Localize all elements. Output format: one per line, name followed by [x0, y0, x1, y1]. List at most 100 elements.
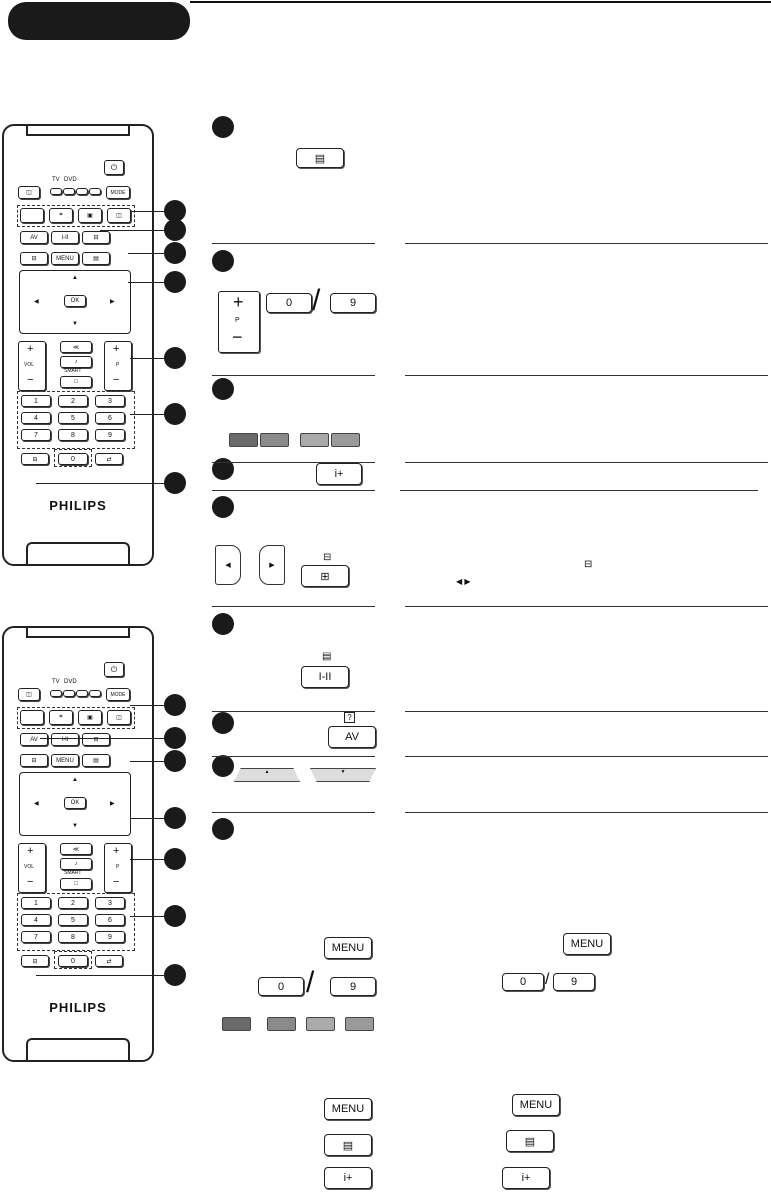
right-arrow-button[interactable]: ▶ — [110, 299, 115, 305]
smart-sound-button[interactable]: ♪ — [60, 356, 92, 368]
cc-button[interactable]: ⊟ — [21, 453, 49, 465]
prev-channel-button[interactable]: ⇄ — [95, 453, 123, 465]
digit-8-button[interactable]: 8 — [58, 931, 88, 943]
menu-button[interactable]: MENU — [51, 754, 79, 767]
down-arrow-button[interactable]: ▼ — [310, 768, 376, 782]
rewind-button[interactable] — [20, 208, 44, 223]
smart-picture-button[interactable]: □ — [60, 878, 92, 890]
mute-button[interactable]: ≪ — [60, 341, 92, 353]
source-button[interactable]: ◫ — [18, 186, 40, 199]
play-button[interactable]: ▣ — [78, 208, 102, 223]
digit-3-button[interactable]: 3 — [95, 395, 125, 407]
ok-button[interactable]: OK — [64, 295, 86, 307]
av-button[interactable]: AV — [328, 726, 376, 748]
forward-button[interactable]: ◫ — [107, 710, 131, 725]
digit-1-button[interactable]: 1 — [21, 897, 51, 909]
smart-picture-button[interactable]: □ — [60, 376, 92, 388]
digit-8-button[interactable]: 8 — [58, 429, 88, 441]
digit-1-button[interactable]: 1 — [21, 395, 51, 407]
menu-inline-button[interactable]: MENU — [563, 933, 611, 955]
menu-button[interactable]: MENU — [51, 252, 79, 265]
power-button[interactable]: ⏻ — [104, 160, 124, 175]
av-button[interactable]: AV — [20, 231, 48, 244]
dual-button[interactable]: I-II — [51, 231, 79, 244]
right-arrow-button[interactable]: ▶ — [110, 801, 115, 807]
digit-9-button-2[interactable]: 9 — [330, 977, 376, 996]
yellow-key[interactable] — [300, 433, 329, 447]
power-button[interactable]: ⏻ — [104, 662, 124, 677]
stop-button[interactable]: ⌗ — [49, 208, 73, 223]
mode-led-1[interactable] — [63, 690, 75, 697]
digit-2-button[interactable]: 2 — [58, 395, 88, 407]
av-button[interactable]: AV — [20, 733, 48, 746]
mode-led-0[interactable] — [50, 690, 62, 697]
format-button[interactable]: ⊟ — [82, 733, 110, 746]
up-arrow-button[interactable]: ▲ — [72, 777, 78, 783]
digit-0-button[interactable]: 0 — [58, 453, 88, 465]
cc-button[interactable]: ⊟ — [21, 955, 49, 967]
digit-5-button[interactable]: 5 — [58, 914, 88, 926]
mode-led-1[interactable] — [63, 188, 75, 195]
forward-button[interactable]: ◫ — [107, 208, 131, 223]
mode-led-0[interactable] — [50, 188, 62, 195]
smart-sound-button[interactable]: ♪ — [60, 858, 92, 870]
green-key-2[interactable] — [267, 1017, 296, 1031]
mode-button[interactable]: MODE — [106, 186, 130, 199]
mode-led-2[interactable] — [76, 188, 88, 195]
volume-rocker[interactable]: +VOL− — [18, 341, 46, 391]
volume-rocker[interactable]: +VOL− — [18, 843, 46, 893]
red-key[interactable] — [229, 433, 258, 447]
dual-button[interactable]: I-II — [301, 666, 349, 688]
info-button[interactable]: i+ — [316, 463, 362, 485]
digit-7-button[interactable]: 7 — [21, 429, 51, 441]
program-rocker[interactable]: +P− — [104, 843, 132, 893]
green-key[interactable] — [260, 433, 289, 447]
mode-button[interactable]: MODE — [106, 688, 130, 701]
mode-led-2[interactable] — [76, 690, 88, 697]
surround-button[interactable]: ⊟ — [20, 754, 48, 767]
mute-button[interactable]: ≪ — [60, 843, 92, 855]
digit-4-button[interactable]: 4 — [21, 914, 51, 926]
rewind-button[interactable] — [20, 710, 44, 725]
prev-channel-button[interactable]: ⇄ — [95, 955, 123, 967]
mode-led-3[interactable] — [89, 188, 101, 195]
right-arrow-button[interactable]: ▶ — [259, 545, 285, 585]
digit-3-button[interactable]: 3 — [95, 897, 125, 909]
play-button[interactable]: ▣ — [78, 710, 102, 725]
program-rocker[interactable]: +P− — [104, 341, 132, 391]
source-button[interactable]: ◫ — [18, 688, 40, 701]
format-button[interactable]: ⊞ — [301, 565, 349, 587]
blue-key-2[interactable] — [345, 1017, 374, 1031]
left-arrow-button[interactable]: ◀ — [215, 545, 241, 585]
left-arrow-button[interactable]: ◀ — [34, 801, 39, 807]
digit-4-button[interactable]: 4 — [21, 412, 51, 424]
teletext-button[interactable]: ▤ — [296, 148, 344, 168]
digit-6-button[interactable]: 6 — [95, 412, 125, 424]
digit-0-button[interactable]: 0 — [266, 293, 312, 313]
up-arrow-button[interactable]: ▲ — [72, 275, 78, 281]
blue-key[interactable] — [331, 433, 360, 447]
teletext-button[interactable]: ▤ — [82, 252, 110, 265]
digit-6-button[interactable]: 6 — [95, 914, 125, 926]
digit-9-button[interactable]: 9 — [95, 931, 125, 943]
down-arrow-button[interactable]: ▼ — [72, 321, 78, 327]
digit-9-button[interactable]: 9 — [330, 293, 376, 313]
menu-button[interactable]: MENU — [324, 937, 372, 959]
dual-button[interactable]: I-II — [51, 733, 79, 746]
teletext-button-2[interactable]: ▤ — [324, 1134, 372, 1156]
digit-5-button[interactable]: 5 — [58, 412, 88, 424]
red-key-2[interactable] — [222, 1017, 251, 1031]
digit-9-button[interactable]: 9 — [95, 429, 125, 441]
program-rocker[interactable]: + P − — [218, 291, 260, 353]
digit-0-button-2[interactable]: 0 — [258, 977, 304, 996]
digit-7-button[interactable]: 7 — [21, 931, 51, 943]
stop-button[interactable]: ⌗ — [49, 710, 73, 725]
teletext-button[interactable]: ▤ — [82, 754, 110, 767]
ok-button[interactable]: OK — [64, 797, 86, 809]
up-arrow-button[interactable]: ▲ — [234, 768, 300, 782]
menu-button-3[interactable]: MENU — [324, 1098, 372, 1120]
mode-led-3[interactable] — [89, 690, 101, 697]
info-button-2[interactable]: i+ — [324, 1167, 372, 1189]
yellow-key-2[interactable] — [306, 1017, 335, 1031]
digit-2-button[interactable]: 2 — [58, 897, 88, 909]
